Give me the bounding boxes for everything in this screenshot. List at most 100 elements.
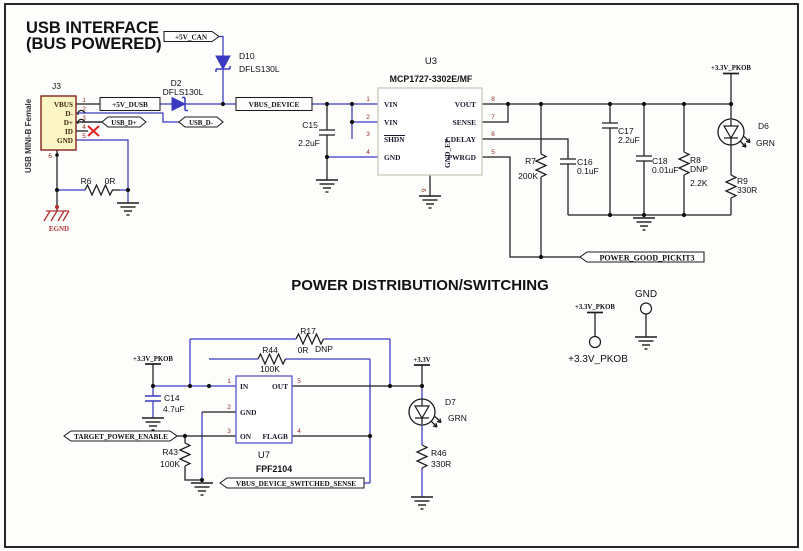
u7-pin5-number: 5: [297, 378, 301, 385]
net-label-vbus-device: VBUS_DEVICE: [235, 96, 313, 112]
resistor-r9: R9 330R: [737, 176, 757, 195]
u3-pin9-number: 9: [421, 188, 428, 192]
net-flag-vbus-switched-sense: VBUS_DEVICE_SWITCHED_SENSE: [219, 477, 365, 489]
net-flag-usb-dminus: USB_D-: [178, 116, 224, 128]
net-33v-pkob: +3.3V_PKOB: [575, 304, 615, 311]
section2-title: POWER DISTRIBUTION/SWITCHING: [291, 277, 549, 294]
r43-value: 100K: [160, 459, 180, 469]
u3-pin5-number: 5: [491, 149, 495, 156]
led-emission-arrows-icon: [739, 136, 751, 148]
j3-shield-pin-dot: [55, 153, 59, 157]
net-flag-shape: [219, 477, 365, 489]
resistor-r6: R6 0R: [81, 176, 116, 186]
u7-pin1-number: 1: [227, 378, 231, 385]
net-flag-target-power-enable: TARGET_POWER_ENABLE: [63, 430, 178, 442]
u3-ref: U3: [425, 56, 437, 67]
earth-ground-egnd: EGND: [43, 204, 70, 233]
r7-value: 200K: [518, 171, 538, 181]
ground-icon: [632, 217, 656, 231]
junction-dots: [54, 101, 734, 260]
diode-triangle-icon: [215, 55, 231, 71]
ic-u3: U3 MCP1727-3302E/MF VIN VIN SHDN GND VOU…: [366, 56, 495, 192]
no-connect-x-icon: [87, 125, 100, 137]
led-d6: D6 GRN: [717, 118, 775, 148]
egnd-label: EGND: [49, 225, 69, 233]
tp-gnd-label: GND: [635, 289, 657, 300]
d2-value: DFLS130L: [163, 87, 204, 97]
c17-ref: C17: [618, 126, 634, 136]
testpoint-gnd: GND: [635, 289, 657, 315]
j3-pin-stubs: [76, 121, 102, 132]
power-flag-33v-pkob-top: +3.3V_PKOB: [711, 65, 751, 75]
r44-ref: R44: [262, 345, 278, 355]
ground-icon: [315, 179, 339, 193]
r8-note: DNP: [690, 164, 708, 174]
d6-color: GRN: [756, 138, 775, 148]
capacitor-plates: [319, 122, 652, 165]
c18-ref: C18: [652, 156, 668, 166]
u3-pin-vin1: VIN: [384, 100, 398, 109]
j3-pin-id: ID: [65, 128, 73, 136]
c14-ref: C14: [164, 393, 180, 403]
c16-ref: C16: [577, 157, 593, 167]
net-flag-shape: [63, 430, 178, 442]
tp-33v-pkob-label: +3.3V_PKOB: [568, 354, 628, 365]
net-flag-shape: [101, 116, 147, 128]
r46-value: 330R: [431, 459, 451, 469]
u3-pin8-number: 8: [491, 96, 495, 103]
net-5v-can: +5V_CAN: [175, 33, 208, 41]
ground-icon: [141, 417, 165, 431]
d6-ref: D6: [758, 121, 769, 131]
net-33v-pkob: +3.3V_PKOB: [711, 65, 751, 72]
output-filter-labels: R7 200K C16 0.1uF C17 2.2uF C18 0.01uF R…: [518, 126, 708, 188]
ground-icon: [634, 336, 658, 350]
junction-dots-2: [150, 383, 425, 483]
diode-triangle-icon: [171, 96, 187, 112]
led-emission-arrows-icon: [430, 416, 442, 428]
u7-body: [235, 375, 293, 444]
j3-pin-dminus: D-: [65, 110, 73, 118]
usb-net-wires-black: [56, 73, 732, 258]
capacitor-c15: C15 2.2uF: [298, 120, 320, 148]
net-flag-shape: [178, 116, 224, 128]
ground-icon: [418, 195, 442, 209]
d10-value: DFLS130L: [239, 64, 280, 74]
j3-ref: J3: [52, 81, 61, 91]
u7-pin-on: ON: [240, 432, 252, 441]
r9-ref: R9: [737, 176, 748, 186]
u3-pin6-number: 6: [491, 131, 495, 138]
r17-note: DNP: [315, 344, 333, 354]
net-vbus-switched-sense: VBUS_DEVICE_SWITCHED_SENSE: [236, 480, 356, 488]
led-cathode-icon: [415, 399, 429, 424]
net-label-box: [235, 96, 313, 112]
resistor-bodies: [84, 151, 738, 199]
net-vbus-device: VBUS_DEVICE: [249, 101, 300, 109]
u7-ref: U7: [258, 450, 270, 461]
resistor-r44: R44 100K: [260, 345, 280, 374]
r7-ref: R7: [525, 156, 536, 166]
ground-icon: [190, 482, 214, 496]
j3-pin6-number: 6: [48, 153, 52, 160]
d10-ref: D10: [239, 51, 255, 61]
u7-pin2-number: 2: [227, 404, 231, 411]
j3-pin4-number: 4: [82, 124, 86, 131]
resistor-bodies-2: [178, 332, 429, 469]
section-power-distribution: POWER DISTRIBUTION/SWITCHING +3.3V_PKOB …: [63, 277, 658, 510]
page-border: [4, 3, 799, 548]
j3-pin-vbus: VBUS: [54, 101, 73, 109]
u7-pin-flagb: FLAGB: [263, 432, 289, 441]
r9-value: 330R: [737, 185, 757, 195]
net-5v-dusb: +5V_DUSB: [112, 101, 148, 109]
ground-icon: [116, 202, 140, 216]
led-d7: D7 GRN: [408, 397, 467, 428]
schottky-cathode-icon: [182, 96, 188, 112]
u7-pin4-number: 4: [297, 428, 301, 435]
diode-d10: D10 DFLS130L: [215, 51, 280, 74]
chassis-ground-icon: [43, 210, 70, 222]
r17-ref: R17: [300, 326, 316, 336]
d7-color: GRN: [448, 413, 467, 423]
section1-title-line1: USB INTERFACE: [26, 19, 159, 37]
j3-body: [40, 95, 77, 151]
r44-value: 100K: [260, 364, 280, 374]
